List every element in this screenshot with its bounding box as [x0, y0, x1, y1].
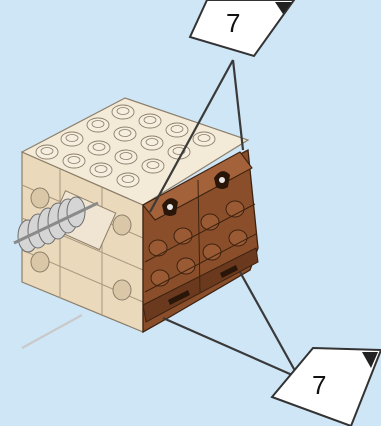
callout-bottom-number: 7 — [312, 370, 326, 400]
callout-top[interactable]: 7 — [190, 0, 294, 56]
callout-top-number: 7 — [226, 8, 240, 38]
axle-pin — [22, 315, 82, 348]
